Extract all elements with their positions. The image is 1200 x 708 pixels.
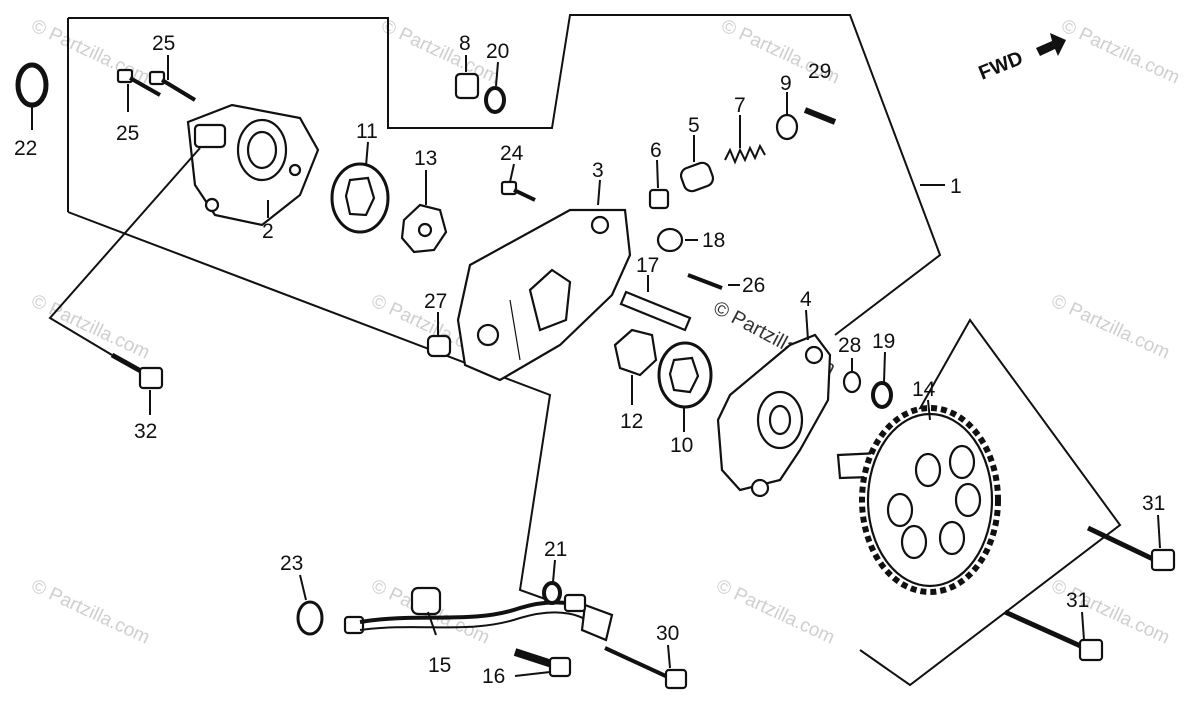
- fwd-label: FWD: [976, 47, 1026, 84]
- part-21-oring: [542, 581, 587, 613]
- callout-15: 15: [428, 654, 451, 677]
- callout-20: 20: [486, 40, 509, 63]
- part-19-oring: [871, 381, 893, 409]
- callout-7: 7: [734, 94, 746, 117]
- part-10-outer-rotor: [657, 341, 713, 409]
- part-7-spring: [724, 143, 766, 165]
- forward-arrow-icon: [1036, 33, 1066, 56]
- callout-11: 11: [356, 120, 378, 143]
- callout-14: 14: [912, 378, 936, 401]
- callout-12: 12: [620, 410, 643, 433]
- callout-5: 5: [688, 114, 700, 137]
- part-20-oring: [484, 86, 506, 114]
- callout-32: 32: [134, 420, 157, 443]
- part-30-bolt: [604, 646, 688, 690]
- callout-28: 28: [838, 334, 861, 357]
- assembly-boundary: [67, 14, 1122, 687]
- callout-labels: 1 2 3 4 5 6 7 8 9 10 11 12 13 14 15 16 1…: [14, 32, 1165, 688]
- part-18-plug: [656, 227, 684, 253]
- callout-6: 6: [650, 139, 662, 162]
- watermark: © Partzilla.com: [1048, 290, 1173, 363]
- watermark: © Partzilla.com: [378, 15, 503, 88]
- part-23-washer: [296, 600, 324, 636]
- part-2-pump-cover: [186, 103, 320, 227]
- part-11-outer-rotor: [330, 162, 390, 234]
- callout-13: 13: [414, 147, 437, 170]
- part-9-washer: [775, 113, 799, 141]
- forward-direction-indicator: FWD: [976, 33, 1066, 85]
- watermark: © Partzilla.com: [28, 575, 153, 648]
- callout-25-lower: 25: [116, 122, 139, 145]
- part-6-cap: [648, 188, 670, 210]
- callout-30: 30: [656, 622, 679, 645]
- part-16-bolt: [513, 648, 572, 678]
- callout-31-lower: 31: [1066, 589, 1089, 612]
- part-24-screw: [500, 180, 536, 202]
- callout-24: 24: [500, 142, 524, 165]
- callout-3: 3: [592, 159, 604, 182]
- callout-25-upper: 25: [152, 32, 175, 55]
- part-28-washer: [842, 370, 862, 394]
- part-27-dowel: [426, 334, 452, 358]
- part-5-relief-piston: [679, 161, 715, 193]
- callout-26: 26: [742, 274, 765, 297]
- callout-27: 27: [424, 290, 447, 313]
- part-13-inner-rotor: [400, 203, 448, 254]
- callout-16: 16: [482, 665, 505, 688]
- callout-9: 9: [780, 72, 792, 95]
- part-12-inner-rotor: [613, 328, 658, 377]
- callout-8: 8: [459, 32, 471, 55]
- part-29-pin: [803, 107, 837, 125]
- callout-2: 2: [262, 220, 274, 243]
- callout-1: 1: [950, 175, 962, 198]
- watermark: © Partzilla.com: [1058, 15, 1183, 88]
- part-31-bolt-lower: [1003, 609, 1104, 662]
- part-3-pump-body: [456, 208, 632, 382]
- callout-31-upper: 31: [1142, 492, 1165, 515]
- part-25-screws: [116, 68, 197, 102]
- part-32-bolt: [48, 147, 201, 390]
- callout-23: 23: [280, 552, 303, 575]
- part-26-screw: [687, 273, 723, 290]
- callout-17: 17: [636, 254, 659, 277]
- part-17-shaft: [619, 290, 692, 332]
- callout-22: 22: [14, 137, 37, 160]
- part-31-bolt-upper: [1086, 525, 1176, 572]
- callout-4: 4: [800, 288, 812, 311]
- leader-lines: [31, 55, 1161, 677]
- watermarks: © Partzilla.com © Partzilla.com © Partzi…: [28, 15, 1183, 648]
- part-4-pump-housing: [716, 333, 832, 498]
- watermark: © Partzilla.com: [713, 575, 838, 648]
- watermark: © Partzilla.com: [28, 290, 153, 363]
- callout-19: 19: [872, 330, 895, 353]
- part-8-collar: [454, 72, 480, 100]
- part-14-drive-gear: [836, 405, 1001, 595]
- callout-29: 29: [808, 60, 831, 83]
- part-22-seal: [15, 62, 49, 108]
- callout-10: 10: [670, 434, 693, 457]
- callout-18: 18: [702, 229, 725, 252]
- callout-21: 21: [544, 538, 567, 561]
